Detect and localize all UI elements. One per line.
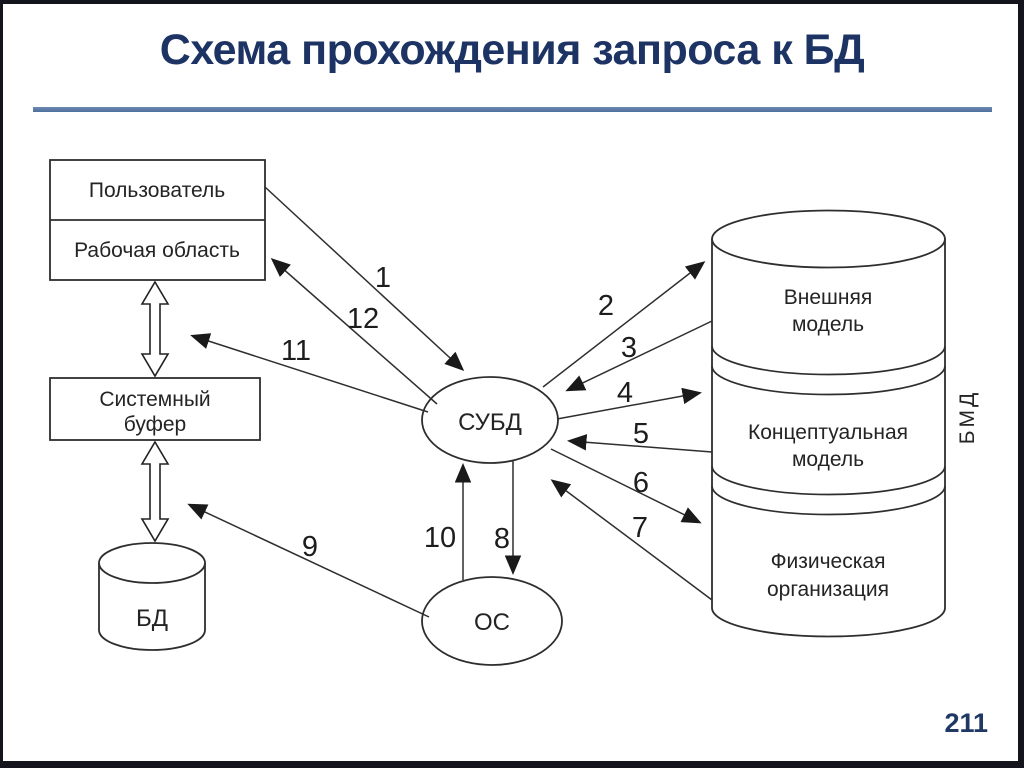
- conceptual-model-label-line1: Концептуальная: [748, 421, 908, 444]
- os-ellipse: ОС: [421, 576, 563, 666]
- page-number: 211: [944, 708, 988, 738]
- arrow-12-line: [270, 258, 438, 405]
- arrow-label-4: 4: [617, 377, 633, 409]
- db-label: БД: [136, 605, 168, 632]
- model-stack: Внешняя модель Концептуальная модель Физ…: [711, 209, 979, 638]
- arrow-5-line: [567, 434, 713, 453]
- db-cylinder-body: [98, 563, 206, 651]
- os-label: ОС: [474, 609, 510, 636]
- system-buffer-outline: [49, 377, 261, 441]
- dbms-ellipse: СУБД: [421, 376, 559, 464]
- arrow-label-9: 9: [302, 531, 318, 563]
- arrow-label-8: 8: [494, 523, 510, 555]
- db-cylinder: БД: [98, 542, 206, 651]
- arrow-9-line: [187, 503, 430, 618]
- arrow-label-6: 6: [633, 467, 649, 499]
- physical-org-label-line1: Физическая: [771, 550, 886, 573]
- arrow-4-line: [556, 387, 702, 420]
- external-model-bottom-arc: [711, 345, 946, 376]
- slide-border-right: [1018, 0, 1024, 768]
- flow-arrows: 1 2 3 4 5 6 7 8 9 10 11 12: [140, 186, 713, 618]
- model-stack-body: [711, 239, 946, 638]
- physical-org-top-arc: [711, 485, 946, 516]
- slide-border-left: [0, 0, 3, 768]
- slide-title: Схема прохождения запроса к БД: [159, 26, 865, 74]
- arrow-label-1: 1: [375, 262, 391, 294]
- system-buffer-label-line1: Системный: [99, 388, 210, 411]
- arrow-2-line: [542, 261, 706, 388]
- arrow-6-line: [550, 448, 702, 524]
- title-underline: [33, 107, 992, 112]
- conceptual-model-top-arc: [711, 365, 946, 396]
- dbms-label: СУБД: [458, 409, 522, 436]
- external-model-top: [711, 209, 946, 269]
- arrow-label-2: 2: [598, 290, 614, 322]
- user-label: Пользователь: [89, 179, 225, 202]
- dbms-outline: [421, 376, 559, 464]
- conceptual-model-label-line2: модель: [792, 448, 864, 471]
- arrow-3-line: [565, 320, 713, 392]
- external-model-label-line1: Внешняя: [784, 286, 872, 309]
- slide-border-bottom: [0, 761, 1024, 768]
- slide-border-top: [0, 0, 1024, 4]
- conceptual-model-bottom-arc: [711, 465, 946, 496]
- arrow-11-line: [190, 333, 429, 413]
- external-model-label-line2: модель: [792, 313, 864, 336]
- os-outline: [421, 576, 563, 666]
- user-box: Пользователь Рабочая область: [49, 159, 266, 281]
- physical-org-label-line2: организация: [767, 578, 889, 601]
- buffer-db-double-arrow: [140, 440, 170, 543]
- db-cylinder-top: [98, 542, 206, 584]
- arrow-1-line: [264, 186, 465, 372]
- arrow-label-5: 5: [633, 418, 649, 450]
- arrow-label-7: 7: [632, 512, 648, 544]
- arrow-7-line: [550, 479, 713, 601]
- arrow-label-11: 11: [281, 335, 311, 367]
- work-area-label: Рабочая область: [74, 239, 240, 262]
- arrow-label-12: 12: [347, 303, 379, 335]
- system-buffer-label-line2: буфер: [124, 413, 186, 436]
- arrow-label-3: 3: [621, 332, 637, 364]
- user-buffer-double-arrow: [140, 280, 170, 378]
- bmd-label: БМД: [956, 390, 979, 445]
- arrow-label-10: 10: [424, 522, 456, 554]
- system-buffer-box: Системный буфер: [49, 377, 261, 441]
